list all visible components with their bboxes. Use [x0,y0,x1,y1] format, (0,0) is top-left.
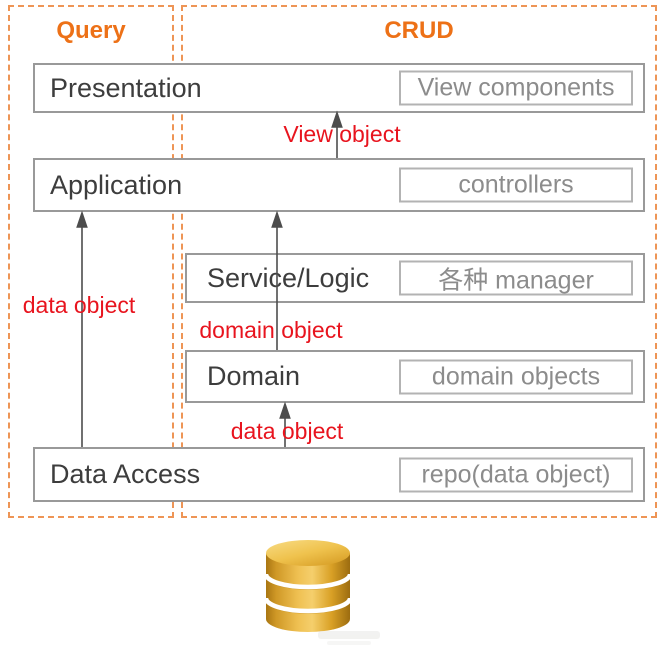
crud-region: CRUD [181,5,657,518]
database-cylinder-icon [264,540,352,632]
layer-presentation-label: Presentation [50,72,202,103]
component-box-view-components: View components [399,70,633,106]
flow-label-data-object-crud: data object [230,418,344,444]
flow-label-domain-object: domain object [199,317,343,343]
layer-domain-label: Domain [207,361,301,391]
crud-region-title: CRUD [384,17,454,44]
layer-domain: Domain domain objects [185,350,645,403]
layer-application-label: Application [50,169,183,200]
watermark-shape [318,631,380,639]
layer-presentation: Presentation View components [33,63,645,113]
layer-data-access-label: Data Access [50,459,201,489]
layer-service-logic-label: Service/Logic [207,262,370,293]
flow-label-data-object-query: data object [22,292,136,318]
layer-data-access: Data Access repo(data object) [33,447,645,502]
watermark [318,631,380,645]
component-box-domain-objects: domain objects [399,359,633,394]
query-region-title: Query [56,17,126,44]
query-region: Query [8,5,174,518]
component-box-repo: repo(data object) [399,457,633,492]
component-box-controllers: controllers [399,167,633,203]
watermark-shape [327,641,371,645]
layer-application: Application controllers [33,158,645,212]
component-box-manager: 各种 manager [399,260,633,296]
flow-label-view-object: View object [283,121,401,147]
layer-service-logic: Service/Logic 各种 manager [185,253,645,303]
